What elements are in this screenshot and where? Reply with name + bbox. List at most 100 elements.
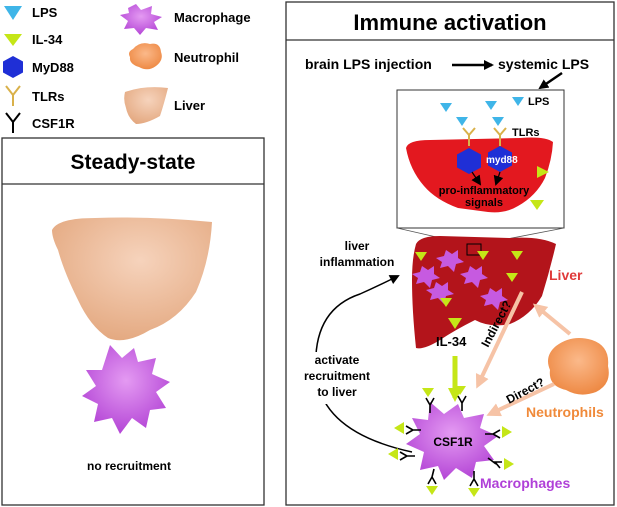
neutrophil-cell [548,338,609,395]
inset-myd88-label: myd88 [486,155,518,166]
csf1r-receptor-1 [425,397,435,413]
inset-lps-triangle-4 [456,117,468,126]
inset-tlr-receptor-1 [462,127,476,146]
macrophage-cluster: CSF1R [388,386,514,497]
recruitment-label-bg [300,352,374,404]
legend: LPS IL-34 MyD88 TLRs CSF1R Macrophage Ne… [3,4,251,133]
zoom-inset: LPS TLRs myd88 pro-inflammatory signals [396,89,565,229]
macrophages-label: Macrophages [480,475,570,491]
to-liver-label: to liver [317,385,357,399]
inset-lps-triangle-3 [512,97,524,106]
bound-il34-2 [454,386,466,395]
legend-item-macrophage: Macrophage [120,4,251,35]
bound-il34-1 [422,388,434,397]
immune-activation-frame [285,1,615,506]
steady-state-panel: Steady-state no recruitment [1,137,265,506]
csf1r-receptor-6 [487,457,502,469]
recruitment-curved-arrow [314,275,413,453]
legend-myd88-label: MyD88 [32,60,74,75]
legend-item-csf1r: CSF1R [5,112,75,133]
csf1r-icon [5,112,21,133]
systemic-lps-label: systemic LPS [498,56,589,72]
neutrophils-label: Neutrophils [526,404,604,420]
legend-item-il34: IL-34 [4,32,63,47]
direct-arrow [486,382,555,417]
liver-il34-triangle-1 [477,251,489,260]
tlr-icon [5,85,21,106]
liver-il34-triangle-4 [415,252,427,261]
legend-csf1r-label: CSF1R [32,116,75,131]
csf1r-receptor-8 [427,468,437,485]
inset-tlrs-label: TLRs [512,127,540,139]
bound-il34-3 [502,426,512,438]
liver-macrophage-3 [412,266,440,288]
legend-item-neutrophil: Neutrophil [129,43,239,70]
macrophage-cell [406,402,498,480]
inset-lps-label: LPS [528,96,549,108]
liver-inflammation-label-1: liver [345,239,370,253]
bound-il34-6 [504,458,514,470]
lps-icon [4,6,22,20]
inset-lps-triangle-5 [492,117,504,126]
csf1r-receptor-3 [485,429,501,439]
neutrophil-icon [129,43,162,70]
il34-label: IL-34 [436,334,467,349]
pro-inflammatory-label: pro-inflammatory [439,185,530,197]
liver-il34-triangle-2 [511,251,523,260]
immune-activation-panel: Immune activation brain LPS injection sy… [285,1,615,506]
bound-il34-7 [468,488,480,497]
liver-label: Liver [549,267,583,283]
myd88-icon [3,56,23,78]
steady-state-macrophage [82,345,170,434]
inset-lps-triangle-2 [485,101,497,110]
liver-il34-triangle-3 [506,273,518,282]
liver-macrophage-5 [480,288,508,310]
zoom-region-marker [466,243,482,256]
activate-label: activate [315,353,360,367]
liver-macrophage-4 [426,282,454,304]
il34-icon [4,34,22,46]
inset-tlr-receptor-2 [493,127,507,146]
signals-label: signals [465,197,503,209]
legend-neutrophil-label: Neutrophil [174,50,239,65]
inset-signal-arrow-1 [471,171,482,186]
inset-il34-triangle-2 [530,200,544,210]
legend-item-myd88: MyD88 [3,56,74,78]
liver-inflammation-label-2: inflammation [320,255,395,269]
il34-triangle-secreted [448,318,462,329]
legend-item-tlrs: TLRs [5,85,65,106]
inset-signal-arrow-2 [493,171,504,186]
steady-state-title: Steady-state [71,151,196,174]
indirect-arrow [475,291,524,389]
brain-lps-injection-label: brain LPS injection [305,56,432,72]
bound-il34-4 [394,422,404,434]
csf1r-receptor-2 [457,395,467,411]
liver-macrophage-2 [460,266,488,288]
legend-liver-label: Liver [174,98,205,113]
legend-macrophage-label: Macrophage [174,10,251,25]
liver-icon [124,87,168,124]
steady-state-frame [1,137,265,506]
systemic-to-inset-arrow [538,71,563,90]
inset-lps-triangle-1 [440,103,452,112]
macrophage-icon [120,4,162,35]
inset-myd88-hexagon-1 [457,148,481,174]
bound-il34-5 [388,448,398,460]
liver-macrophage-1 [436,250,464,272]
csf1r-cell-label: CSF1R [433,435,473,449]
inset-myd88-hexagon-2 [488,146,512,172]
liver-il34-triangle-5 [440,298,452,307]
csf1r-receptor-5 [399,451,415,461]
legend-lps-label: LPS [32,5,58,20]
csf1r-receptor-7 [469,471,479,487]
steady-state-liver [52,217,212,341]
no-recruitment-caption: no recruitment [87,459,171,473]
legend-item-lps: LPS [4,5,58,20]
legend-tlrs-label: TLRs [32,89,65,104]
legend-item-liver: Liver [124,87,205,124]
legend-il34-label: IL-34 [32,32,63,47]
inset-il34-triangle-1 [537,166,549,178]
bound-il34-8 [426,486,438,495]
recruitment-label: recruitment [304,369,370,383]
